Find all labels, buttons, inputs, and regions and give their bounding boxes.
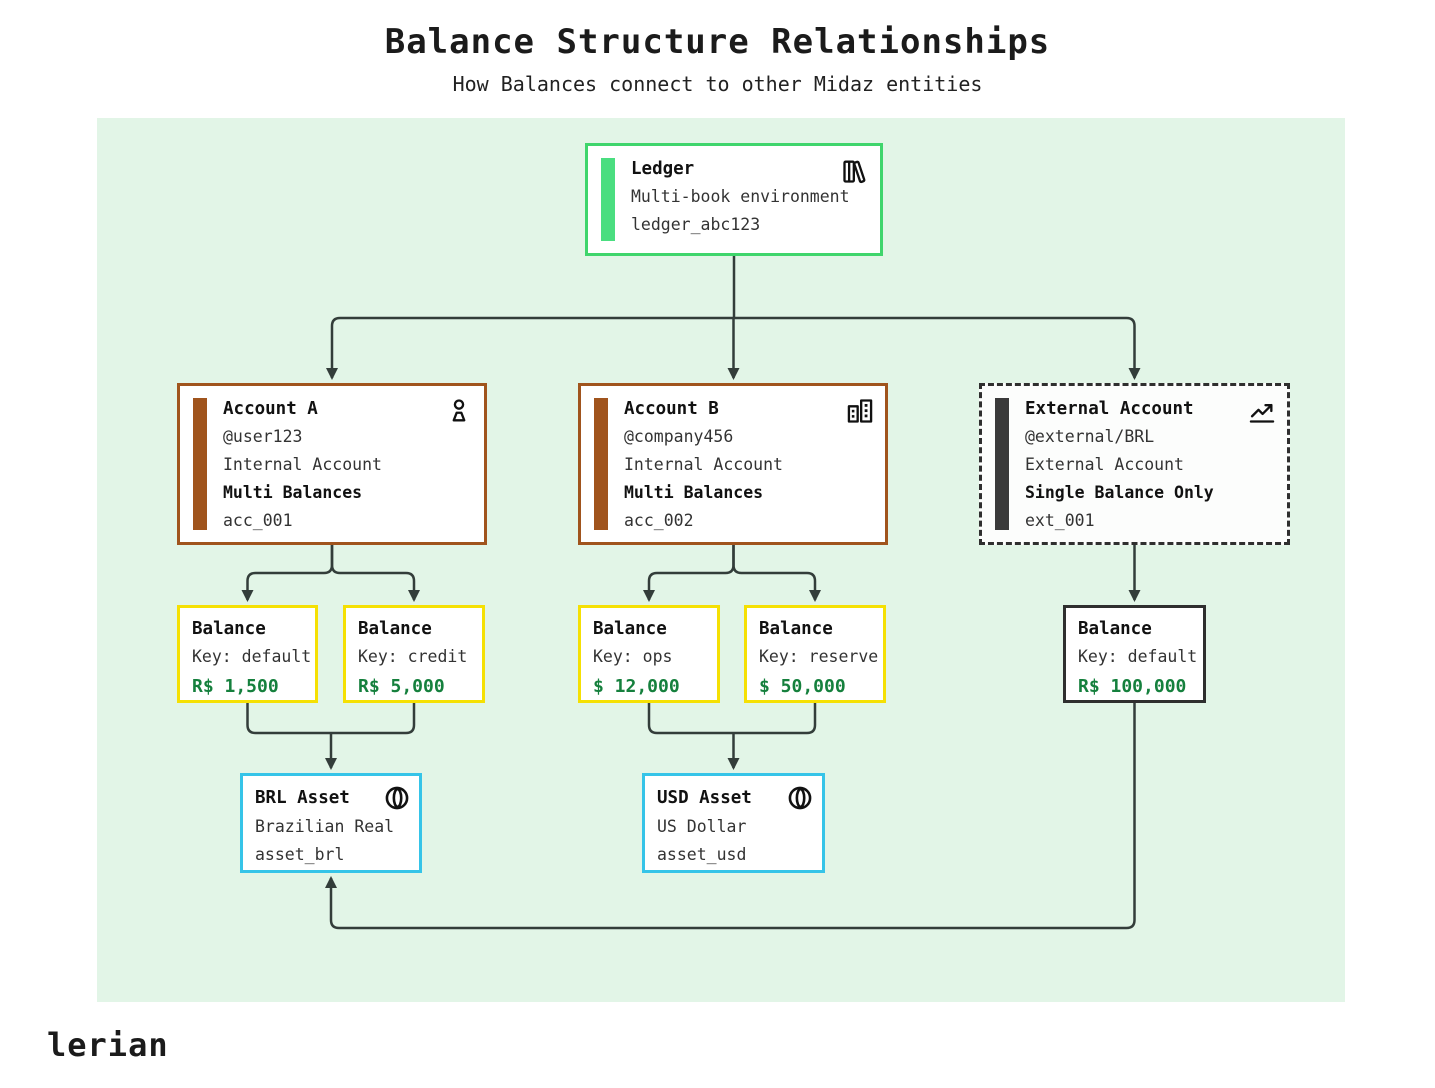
ledger-node: Ledger Multi-book environment ledger_abc… [585,143,883,256]
balance-amount: R$ 5,000 [358,676,445,697]
asset-title: USD Asset [657,788,752,808]
balance-key: Key: default [1078,647,1198,666]
account-title: Account B [624,399,719,419]
balance-key: Key: ops [593,647,673,666]
asset-name: US Dollar [657,816,747,836]
account-type: External Account [1025,455,1184,474]
asset-name: Brazilian Real [255,816,395,836]
balance-key: Key: credit [358,647,468,666]
page-subtitle: How Balances connect to other Midaz enti… [452,72,983,96]
trending-up-icon [1248,397,1276,425]
coin-icon [787,785,813,811]
accent-bar [601,158,615,241]
balance-title: Balance [593,619,667,639]
usd-asset-node: USD Asset US Dollar asset_usd [642,773,825,873]
accent-bar [193,398,207,530]
balance-amount: R$ 1,500 [192,676,279,697]
building-icon [846,397,874,425]
asset-title: BRL Asset [255,788,350,808]
account-title: External Account [1025,399,1194,419]
balance-amount: $ 12,000 [593,676,680,697]
account-type: Internal Account [624,455,783,474]
account-id: acc_001 [223,511,293,530]
account-type: Internal Account [223,455,382,474]
accent-bar [995,398,1009,530]
account-mode: Multi Balances [624,483,764,502]
account-id: acc_002 [624,511,694,530]
balance-title: Balance [759,619,833,639]
ledger-title: Ledger [631,159,695,179]
person-icon [445,397,473,425]
balance-node-external: Balance Key: default R$ 100,000 [1063,605,1206,703]
account-handle: @company456 [624,427,734,446]
account-b-node: Account B @company456 Internal Account M… [578,383,888,545]
asset-id: asset_usd [657,845,747,864]
lerian-logo: lerian [47,1026,169,1064]
account-handle: @external/BRL [1025,427,1155,446]
balance-amount: $ 50,000 [759,676,846,697]
balance-key: Key: reserve [759,647,879,666]
library-icon [841,157,869,185]
balance-title: Balance [1078,619,1152,639]
asset-id: asset_brl [255,845,345,864]
account-mode: Multi Balances [223,483,363,502]
account-id: ext_001 [1025,511,1095,530]
balance-node-reserve: Balance Key: reserve $ 50,000 [744,605,886,703]
account-mode: Single Balance Only [1025,483,1214,502]
balance-node-ops: Balance Key: ops $ 12,000 [578,605,720,703]
coin-icon [384,785,410,811]
accent-bar [594,398,608,530]
brl-asset-node: BRL Asset Brazilian Real asset_brl [240,773,422,873]
account-handle: @user123 [223,427,303,446]
balance-node-default-a: Balance Key: default R$ 1,500 [177,605,318,703]
page-title: Balance Structure Relationships [384,22,1051,62]
account-a-node: Account A @user123 Internal Account Mult… [177,383,487,545]
ledger-description: Multi-book environment [631,187,850,206]
ledger-id: ledger_abc123 [631,215,761,234]
balance-title: Balance [192,619,266,639]
external-account-node: External Account @external/BRL External … [979,383,1290,545]
account-title: Account A [223,399,318,419]
balance-node-credit: Balance Key: credit R$ 5,000 [343,605,485,703]
balance-key: Key: default [192,647,312,666]
balance-amount: R$ 100,000 [1078,676,1187,697]
balance-title: Balance [358,619,432,639]
